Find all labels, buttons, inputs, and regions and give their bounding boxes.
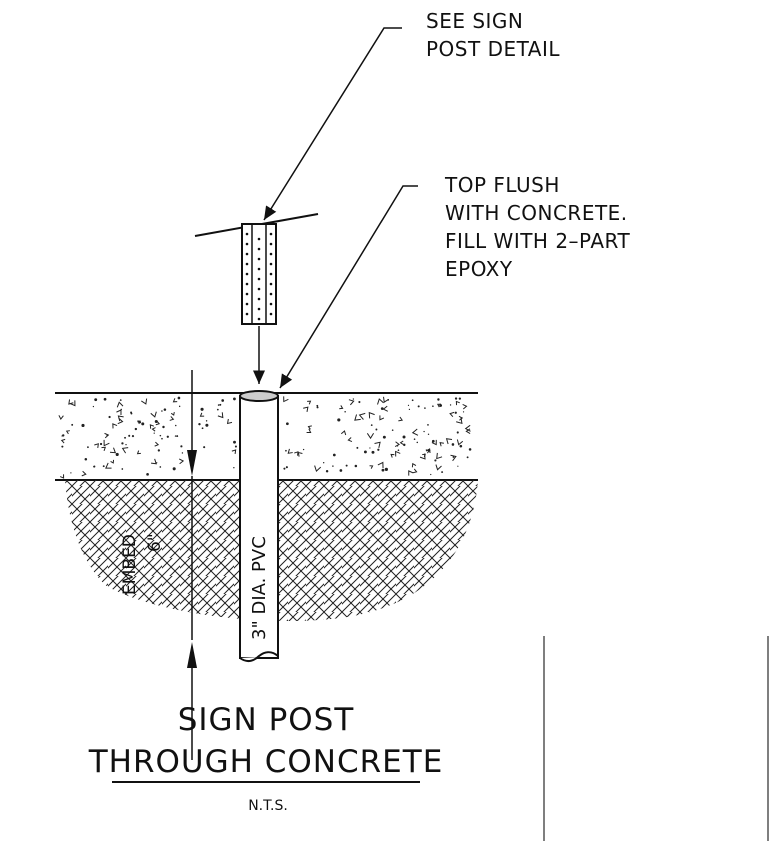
top-flush-note: TOP FLUSH WITH CONCRETE. FILL WITH 2–PAR…: [444, 173, 630, 281]
concrete-aggregate: [58, 396, 472, 479]
embed-label: EMBED: [120, 534, 140, 595]
pvc-sleeve: 3" DIA. PVC: [239, 390, 279, 663]
embed-value: 6": [145, 533, 165, 552]
sign-post-fragment: [194, 213, 319, 325]
note-line: EPOXY: [445, 257, 513, 281]
note-line: POST DETAIL: [426, 37, 560, 61]
scale-note: N.T.S.: [248, 798, 288, 814]
sign-post-note: SEE SIGN POST DETAIL: [426, 9, 560, 61]
pipe-label: 3" DIA. PVC: [249, 536, 270, 640]
note-line: WITH CONCRETE.: [445, 201, 628, 225]
title-line-1: SIGN POST: [178, 702, 355, 738]
note-line: FILL WITH 2–PART: [445, 229, 630, 253]
detail-title: SIGN POST THROUGH CONCRETE N.T.S.: [88, 702, 444, 814]
note-line: TOP FLUSH: [444, 173, 560, 197]
embed-dimension: EMBED 6": [120, 370, 197, 760]
note-line: SEE SIGN: [426, 9, 523, 33]
leader-top-flush: [279, 185, 418, 389]
title-line-2: THROUGH CONCRETE: [88, 744, 444, 780]
leader-sign-post: [263, 27, 402, 221]
